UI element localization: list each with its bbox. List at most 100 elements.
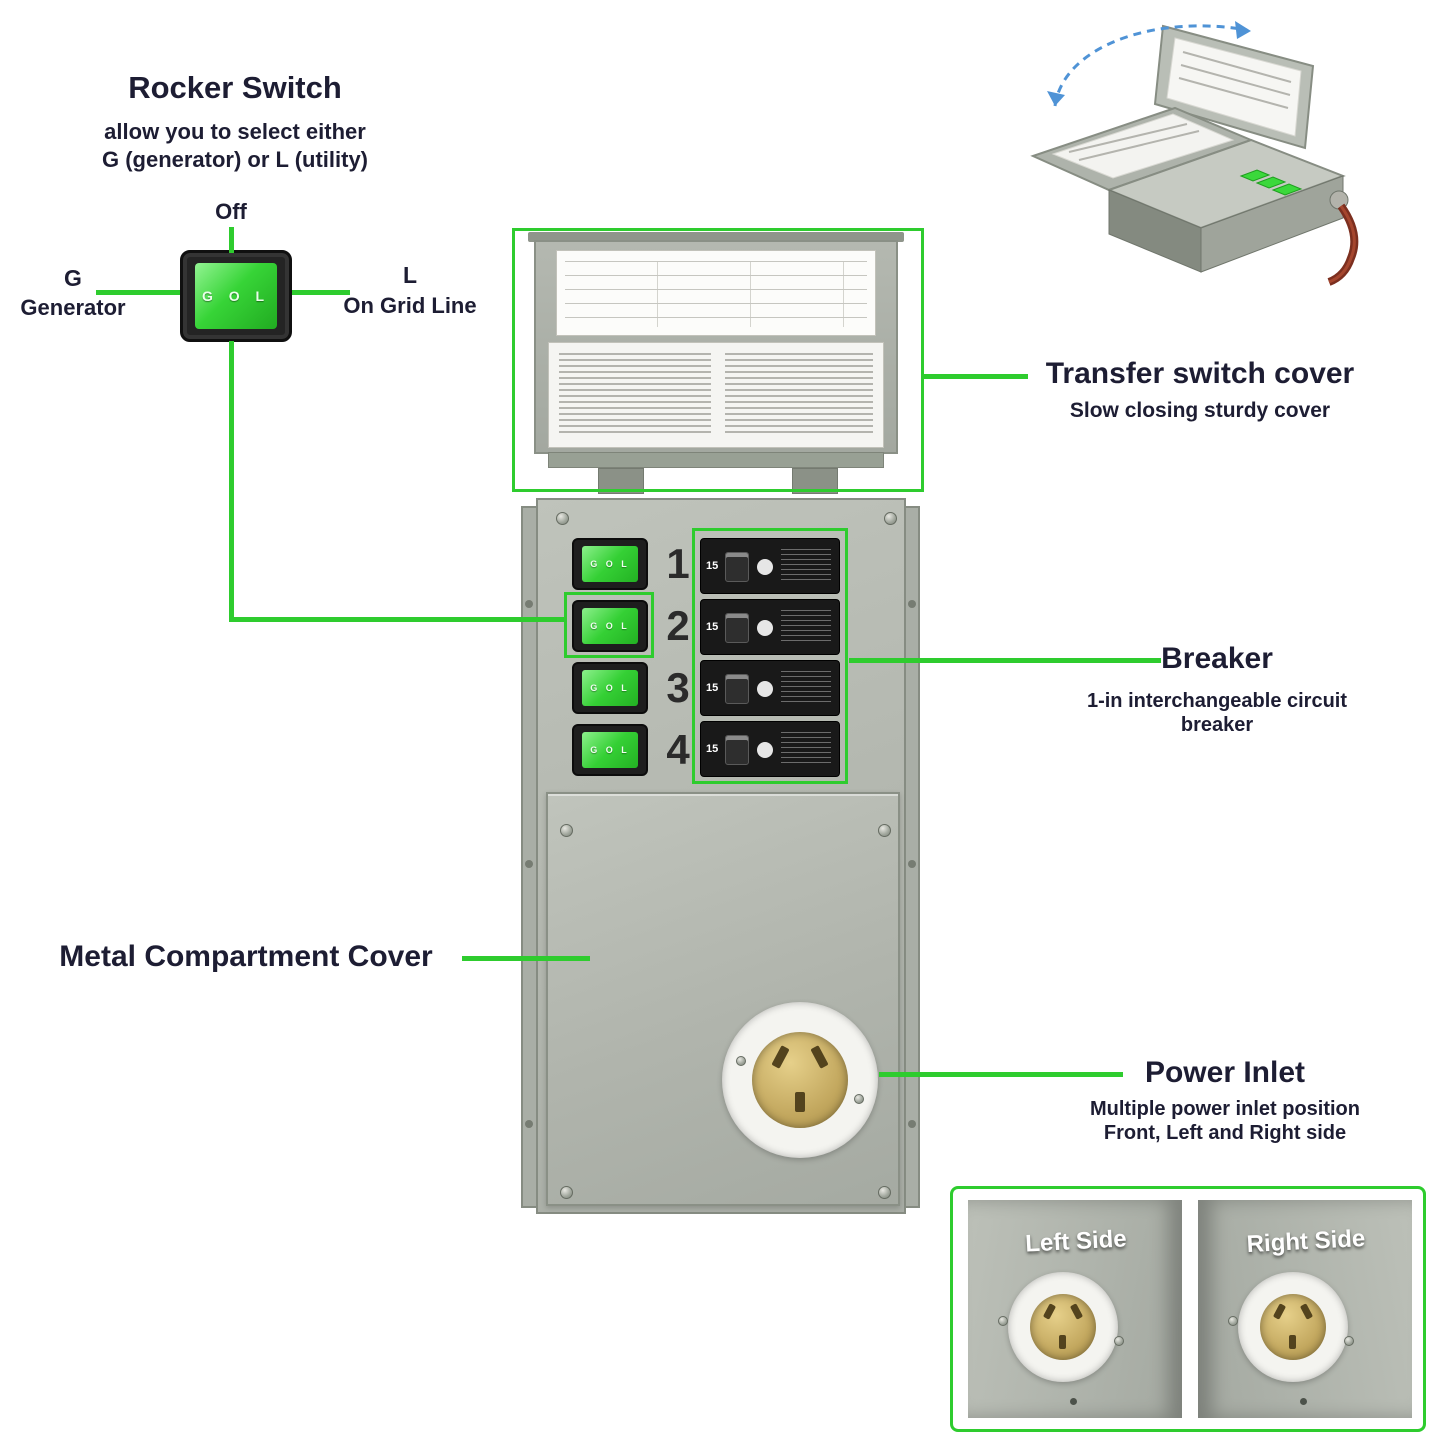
rocker-switch-description-line1: allow you to select either bbox=[104, 119, 366, 144]
cover-hinge-bar bbox=[548, 452, 884, 468]
open-lid-flat bbox=[1030, 106, 1254, 192]
channel-number-1: 1 bbox=[666, 540, 690, 587]
breaker-amp-label: 15 bbox=[706, 682, 719, 694]
breaker-amp-label: 15 bbox=[706, 743, 719, 755]
breaker-fine-print bbox=[781, 732, 831, 766]
panel-rocker-switch-1: G O L bbox=[572, 538, 648, 590]
instruction-text-column-left bbox=[559, 353, 711, 437]
connector-line-breaker bbox=[849, 658, 1161, 663]
off-label: Off bbox=[215, 199, 247, 224]
breaker-highlight-box bbox=[692, 528, 848, 784]
breaker-certification-logo bbox=[757, 559, 773, 575]
screw bbox=[1114, 1336, 1124, 1346]
open-lid-vertical bbox=[1153, 24, 1315, 150]
inlet-blade bbox=[1059, 1335, 1066, 1349]
connector-line-power-inlet bbox=[879, 1072, 1123, 1077]
grid-line-label: On Grid Line bbox=[343, 293, 477, 318]
screw bbox=[878, 1186, 891, 1199]
inlet-blade bbox=[1299, 1303, 1314, 1320]
screw bbox=[560, 1186, 573, 1199]
flange-hole bbox=[908, 1120, 916, 1128]
inlet-blade bbox=[1042, 1303, 1057, 1320]
breaker-certification-logo bbox=[757, 742, 773, 758]
power-inlet-connector bbox=[752, 1032, 848, 1128]
breaker-toggle bbox=[725, 552, 749, 582]
connector-line-off bbox=[229, 227, 234, 253]
green-switch-icon bbox=[1239, 169, 1271, 182]
screw bbox=[556, 512, 569, 525]
breaker-fine-print bbox=[781, 549, 831, 583]
transfer-switch-3d-image bbox=[1030, 21, 1359, 286]
cover-label-sheet bbox=[556, 250, 876, 336]
circuit-breaker-2: 15 bbox=[700, 599, 840, 655]
flange-hole bbox=[525, 860, 533, 868]
screw bbox=[1344, 1336, 1354, 1346]
breaker-subtitle-line1: 1-in interchangeable circuit bbox=[1086, 690, 1348, 712]
breaker-amp-label: 15 bbox=[706, 560, 719, 572]
screw bbox=[998, 1316, 1008, 1326]
panel-hole bbox=[1300, 1398, 1307, 1405]
connector-line-grid bbox=[292, 290, 350, 295]
connector-line-cover bbox=[924, 374, 1028, 379]
panel-rocker-switch-1-face: G O L bbox=[582, 546, 638, 582]
cover-top-edge bbox=[528, 232, 904, 242]
cover-highlight-box bbox=[512, 228, 924, 492]
circuit-breaker-4: 15 bbox=[700, 721, 840, 777]
panel-hole bbox=[1070, 1398, 1077, 1405]
inlet-blade bbox=[1069, 1303, 1084, 1320]
panel-rocker-switch-4-face: G O L bbox=[582, 732, 638, 768]
connector-line-metal-cover bbox=[462, 956, 590, 961]
screw bbox=[736, 1056, 746, 1066]
rocker-switch-description-line2: G (generator) or L (utility) bbox=[101, 147, 369, 172]
channel-number-3: 3 bbox=[666, 664, 690, 711]
inlet-blade bbox=[771, 1045, 790, 1069]
breaker-toggle bbox=[725, 613, 749, 643]
channel-number-4: 4 bbox=[666, 726, 690, 773]
metal-cover-title: Metal Compartment Cover bbox=[59, 940, 433, 973]
switch-body-3d bbox=[1106, 138, 1346, 273]
instruction-text-column-right bbox=[725, 353, 873, 437]
screw bbox=[884, 512, 897, 525]
left-side-inlet-connector bbox=[1030, 1294, 1096, 1360]
panel-rocker-switch-4: G O L bbox=[572, 724, 648, 776]
screw bbox=[854, 1094, 864, 1104]
panel-rocker-switch-3: G O L bbox=[572, 662, 648, 714]
breaker-toggle bbox=[725, 674, 749, 704]
screw bbox=[560, 824, 573, 837]
green-switch-icon bbox=[1271, 183, 1303, 196]
power-cable bbox=[1327, 190, 1359, 286]
metal-compartment-cover-panel bbox=[546, 792, 900, 1206]
connector-line-generator bbox=[96, 290, 180, 295]
transfer-cover-subtitle: Slow closing sturdy cover bbox=[1069, 399, 1331, 422]
flange-hole bbox=[908, 600, 916, 608]
inlet-blade bbox=[795, 1092, 805, 1112]
power-inlet-subtitle-line1: Multiple power inlet position bbox=[1090, 1098, 1360, 1120]
mounting-flange-left bbox=[521, 506, 537, 1208]
rocker-switch-highlight-box bbox=[564, 592, 654, 658]
channel-number-2: 2 bbox=[666, 602, 690, 649]
inlet-blade bbox=[810, 1045, 829, 1069]
breaker-certification-logo bbox=[757, 681, 773, 697]
green-switch-icon bbox=[1255, 176, 1287, 189]
mounting-flange-right bbox=[904, 506, 920, 1208]
inlet-blade bbox=[1272, 1303, 1287, 1320]
cover-label-table bbox=[565, 261, 867, 327]
breaker-fine-print bbox=[781, 671, 831, 705]
inlet-blade bbox=[1289, 1335, 1296, 1349]
breaker-fine-print bbox=[781, 610, 831, 644]
generator-letter: G bbox=[64, 265, 82, 291]
screw bbox=[878, 824, 891, 837]
connector-line-switch-vertical bbox=[229, 341, 234, 622]
power-inlet-title: Power Inlet bbox=[1144, 1056, 1306, 1089]
side-views-box bbox=[950, 1186, 1426, 1432]
panel-rocker-switch-3-face: G O L bbox=[582, 670, 638, 706]
grid-line-letter: L bbox=[402, 262, 418, 288]
rocker-switch-diagram: G O L bbox=[180, 250, 292, 342]
rotation-arrow-icon bbox=[1047, 21, 1251, 107]
flange-hole bbox=[908, 860, 916, 868]
breaker-title: Breaker bbox=[1161, 642, 1273, 675]
rocker-switch-diagram-face: G O L bbox=[195, 263, 277, 329]
flange-hole bbox=[525, 1120, 533, 1128]
screw bbox=[1228, 1316, 1238, 1326]
